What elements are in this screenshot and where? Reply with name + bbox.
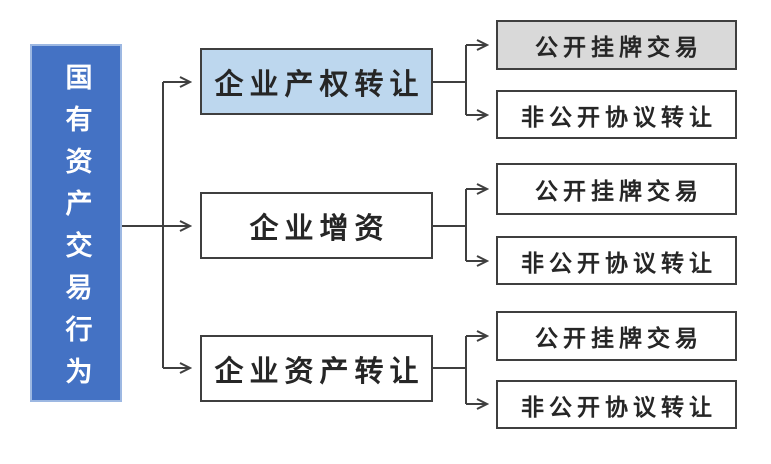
branch-node-label: 企业增资 <box>249 212 390 245</box>
leaf-node-label: 公开挂牌交易 <box>535 326 703 351</box>
leaf-node-label: 非公开协议转让 <box>521 394 717 420</box>
branch-node-asset-transfer: 企业资产转让 <box>200 335 433 402</box>
root-node-label: 国有资产交易行为 <box>61 62 92 399</box>
root-node-state-owned-asset-transactions: 国有资产交易行为 <box>30 44 122 402</box>
leaf-node-private-agreement-2: 非公开协议转让 <box>496 236 737 285</box>
leaf-node-public-listing-1: 公开挂牌交易 <box>496 20 737 70</box>
branch-node-equity-transfer: 企业产权转让 <box>200 48 433 115</box>
branch-node-label: 企业产权转让 <box>214 68 425 101</box>
leaf-node-public-listing-3: 公开挂牌交易 <box>496 311 737 361</box>
leaf-node-private-agreement-1: 非公开协议转让 <box>496 90 737 139</box>
branch-node-label: 企业资产转让 <box>214 355 425 388</box>
leaf-node-label: 公开挂牌交易 <box>535 179 703 204</box>
leaf-node-label: 非公开协议转让 <box>521 250 717 276</box>
branch-node-capital-increase: 企业增资 <box>200 192 433 259</box>
leaf-node-label: 非公开协议转让 <box>521 104 717 130</box>
leaf-node-label: 公开挂牌交易 <box>535 35 703 60</box>
leaf-node-private-agreement-3: 非公开协议转让 <box>496 380 737 429</box>
leaf-node-public-listing-2: 公开挂牌交易 <box>496 163 737 215</box>
